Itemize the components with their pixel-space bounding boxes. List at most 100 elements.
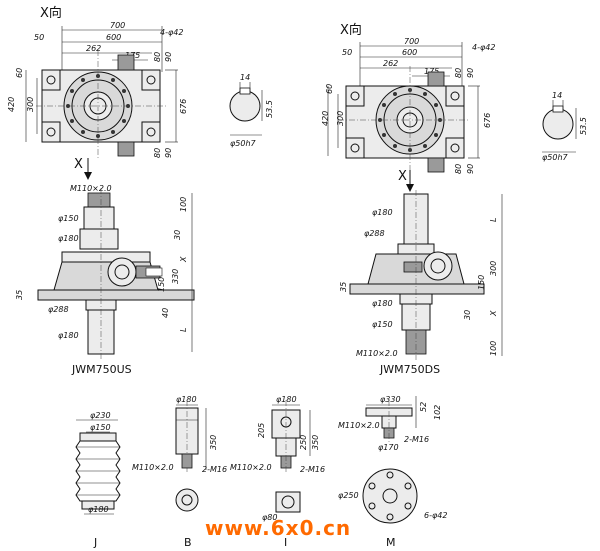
key-section-right: 14 53.5 φ50h7 bbox=[542, 91, 588, 162]
dia-180-bottom-left: φ180 bbox=[58, 331, 79, 340]
detail-i: φ180 205 250 350 M110×2.0 2-M16 φ80 I bbox=[230, 395, 325, 549]
dim-330-left: 330 bbox=[171, 269, 180, 284]
i-dia-180: φ180 bbox=[276, 395, 297, 404]
detail-label-m: M bbox=[386, 536, 396, 549]
m-dim-102: 102 bbox=[433, 405, 442, 420]
dim-300-right: 300 bbox=[489, 261, 498, 276]
key-dim-14-left: 14 bbox=[240, 73, 250, 82]
b-dim-350: 350 bbox=[209, 435, 218, 450]
plan-view-left: X向 700 600 262 175 50 4-φ42 420 60 300 bbox=[7, 5, 188, 160]
dim-700-r: 700 bbox=[404, 37, 419, 46]
dim-90-bottom-r: 90 bbox=[466, 164, 475, 174]
i-dia-80: φ80 bbox=[262, 513, 277, 522]
detail-label-b: B bbox=[184, 536, 192, 549]
model-label-right: JWM750DS bbox=[379, 363, 440, 376]
mount-plate-right bbox=[349, 283, 485, 295]
dim-80-bottom-r: 80 bbox=[454, 164, 463, 174]
dim-30-right: 30 bbox=[463, 310, 472, 320]
thread-left: M110×2.0 bbox=[70, 184, 112, 193]
dim-60: 60 bbox=[15, 68, 24, 78]
key-dim-14-right: 14 bbox=[552, 91, 562, 100]
dim-676-r: 676 bbox=[483, 113, 492, 128]
j-dia-230: φ230 bbox=[90, 411, 111, 420]
i-dim-250: 250 bbox=[299, 435, 308, 450]
m-thread: M110×2.0 bbox=[338, 421, 380, 430]
front-view-right: X φ180 φ288 35 φ180 φ150 M110×2.0 L 300 … bbox=[339, 169, 503, 376]
dia-150-right: φ150 bbox=[372, 320, 393, 329]
dia-150-left: φ150 bbox=[58, 214, 79, 223]
m-dim-52: 52 bbox=[419, 402, 428, 412]
m-flange-face bbox=[362, 468, 418, 524]
thread-right: M110×2.0 bbox=[356, 349, 398, 358]
dim-50: 50 bbox=[34, 33, 44, 42]
detail-m: φ330 52 102 M110×2.0 2-M16 φ170 φ250 6-φ… bbox=[338, 395, 447, 549]
front-view-left: X M110×2.0 φ150 φ180 35 φ288 φ180 100 30… bbox=[15, 157, 195, 376]
detail-label-j: J bbox=[93, 536, 97, 549]
dim-90-top: 90 bbox=[164, 52, 173, 62]
mount-plate-left bbox=[37, 289, 195, 301]
dim-420-r: 420 bbox=[321, 111, 330, 126]
m-dia-330: φ330 bbox=[380, 395, 401, 404]
dim-4phi42: 4-φ42 bbox=[160, 28, 183, 37]
dia-180-bottom-right: φ180 bbox=[372, 299, 393, 308]
model-label-left: JWM750US bbox=[71, 363, 132, 376]
dim-L-right: L bbox=[489, 218, 498, 222]
dim-40-left: 40 bbox=[161, 308, 170, 318]
dim-80-bottom: 80 bbox=[153, 148, 162, 158]
dia-180-top-right: φ180 bbox=[372, 208, 393, 217]
key-section-left: 14 53.5 φ50h7 bbox=[229, 73, 274, 148]
dim-35-right: 35 bbox=[339, 282, 348, 292]
m-dia-170: φ170 bbox=[378, 443, 399, 452]
key-shaft-left: φ50h7 bbox=[230, 139, 257, 148]
dim-100-left: 100 bbox=[179, 197, 188, 212]
i-thread: M110×2.0 bbox=[230, 463, 272, 472]
b-holes: 2-M16 bbox=[202, 465, 227, 474]
x-arrow-right: X bbox=[398, 169, 407, 184]
dim-700: 700 bbox=[110, 21, 125, 30]
j-dia-180: φ180 bbox=[88, 505, 109, 514]
i-dim-205: 205 bbox=[257, 423, 266, 438]
dim-80-top: 80 bbox=[153, 52, 162, 62]
x-view-label-right: X向 bbox=[340, 22, 362, 38]
dia-288-left: φ288 bbox=[48, 305, 69, 314]
dim-175-r: 175 bbox=[424, 67, 439, 76]
bellows-boot bbox=[75, 440, 121, 502]
key-dim-53-5-right: 53.5 bbox=[579, 117, 588, 135]
m-6-holes: 6-φ42 bbox=[424, 511, 447, 520]
dim-35-left: 35 bbox=[15, 290, 24, 300]
dia-288-right: φ288 bbox=[364, 229, 385, 238]
dim-60-r: 60 bbox=[325, 84, 334, 94]
b-dia-180: φ180 bbox=[176, 395, 197, 404]
dim-262-r: 262 bbox=[383, 59, 398, 68]
detail-label-i: I bbox=[284, 536, 287, 549]
dim-150v-right: 150 bbox=[477, 275, 486, 290]
x-dim-right: X bbox=[489, 310, 498, 317]
dim-262: 262 bbox=[86, 44, 101, 53]
i-holes: 2-M16 bbox=[300, 465, 325, 474]
x-view-label-left: X向 bbox=[40, 5, 62, 21]
detail-b: φ180 350 M110×2.0 2-M16 B bbox=[132, 395, 227, 549]
dim-600: 600 bbox=[106, 33, 121, 42]
key-dim-53-5-left: 53.5 bbox=[265, 100, 274, 118]
dim-80-top-r: 80 bbox=[454, 68, 463, 78]
dim-4phi42-r: 4-φ42 bbox=[472, 43, 495, 52]
key-shaft-right: φ50h7 bbox=[542, 153, 569, 162]
dim-100-right: 100 bbox=[489, 341, 498, 356]
dim-150v-left: 150 bbox=[157, 277, 166, 292]
dim-600-r: 600 bbox=[402, 48, 417, 57]
dim-300: 300 bbox=[26, 97, 35, 112]
x-arrow-left: X bbox=[74, 157, 83, 172]
m-dia-250: φ250 bbox=[338, 491, 359, 500]
m-holes: 2-M16 bbox=[404, 435, 429, 444]
dia-180-top-left: φ180 bbox=[58, 234, 79, 243]
dim-L-left: L bbox=[179, 328, 188, 332]
dim-676: 676 bbox=[179, 99, 188, 114]
detail-j: φ230 φ150 φ180 J bbox=[75, 411, 121, 549]
dim-50-r: 50 bbox=[342, 48, 352, 57]
x-dim-left: X bbox=[179, 256, 188, 263]
dim-300-r: 300 bbox=[336, 111, 345, 126]
dim-30-left: 30 bbox=[173, 230, 182, 240]
plan-view-right: X向 700 600 262 175 50 4-φ42 420 60 300 bbox=[321, 22, 495, 176]
